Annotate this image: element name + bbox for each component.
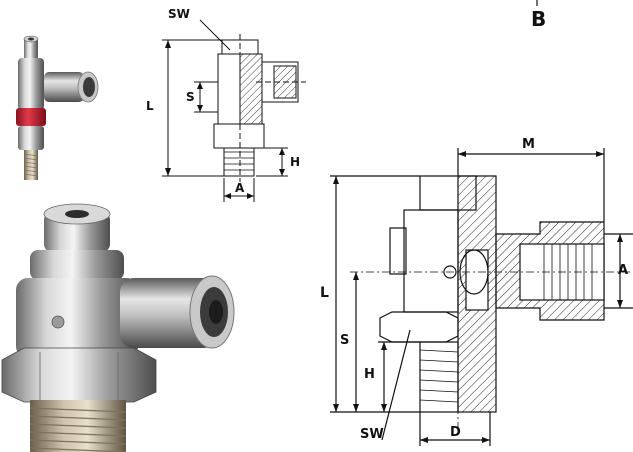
small-s-label: S [186, 90, 195, 104]
large-sw-label: SW [360, 427, 384, 442]
large-s-label: S [340, 333, 350, 348]
small-a-label: A [235, 181, 245, 195]
small-sw-label: SW [168, 7, 190, 21]
large-h-label: H [364, 367, 375, 382]
small-h-label: H [290, 155, 301, 169]
large-m-label: M [522, 137, 535, 152]
view-mark-b: B [531, 7, 547, 31]
large-a-label: A [618, 263, 629, 278]
large-l-label: L [320, 285, 329, 301]
large-d-label: D [450, 425, 461, 440]
small-l-label: L [146, 99, 154, 113]
